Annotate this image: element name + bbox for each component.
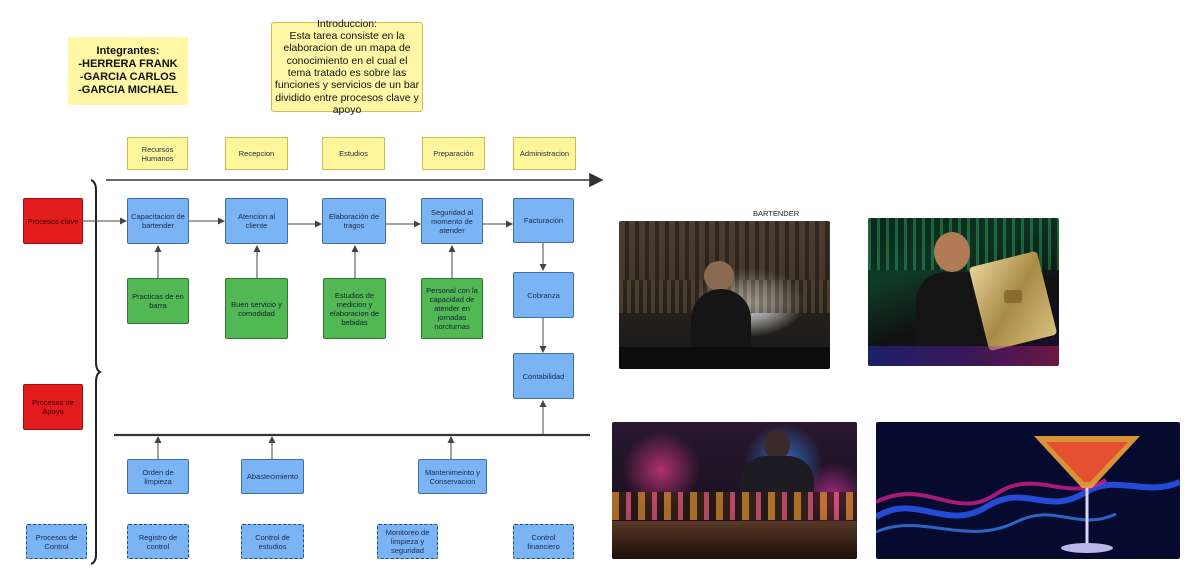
bartender-award-photo bbox=[868, 218, 1059, 366]
admin-step: Contabilidad bbox=[513, 353, 574, 399]
stage-recursos-humanos: Recursos Humanos bbox=[127, 137, 188, 170]
control-item: Registro de control bbox=[127, 524, 189, 559]
stage-preparacion: Preparación bbox=[422, 137, 485, 170]
member-name: -GARCIA MICHAEL bbox=[78, 84, 178, 97]
stage-administracion: Administracion bbox=[513, 137, 576, 170]
key-input: Personal con la capacidad de atender en … bbox=[421, 278, 483, 339]
support-item: Orden de limpieza bbox=[127, 459, 189, 494]
support-processes-label: Procesos de Apoyo bbox=[23, 384, 83, 430]
members-note: Integrantes: -HERRERA FRANK -GARCIA CARL… bbox=[68, 37, 188, 105]
bartender-smoke-photo bbox=[619, 221, 830, 369]
key-step: Seguridad al momento de atender bbox=[421, 198, 483, 244]
gallery-caption: BARTENDER bbox=[753, 209, 800, 218]
support-item: Mantenimeinto y Conservacion bbox=[418, 459, 487, 494]
members-title: Integrantes: bbox=[96, 44, 160, 57]
control-processes-label: Procesos de Control bbox=[26, 524, 87, 559]
key-processes-label: Procesos clave bbox=[23, 198, 83, 244]
member-name: -GARCIA CARLOS bbox=[79, 71, 177, 83]
intro-text: Esta tarea consiste en la elaboracion de… bbox=[274, 29, 420, 117]
support-item: Abastecimiento bbox=[241, 459, 304, 494]
intro-title: Introduccion: bbox=[316, 17, 378, 30]
neon-cocktail-art bbox=[876, 436, 1180, 553]
key-input: Practicas de en barra bbox=[127, 278, 189, 324]
control-item: Control de estudios bbox=[241, 524, 304, 559]
control-item: Control financiero bbox=[513, 524, 574, 559]
key-step: Capacitacion de bartender bbox=[127, 198, 189, 244]
stage-estudios: Estudios bbox=[322, 137, 385, 170]
neon-cocktail-photo bbox=[876, 422, 1180, 559]
key-step: Facturación bbox=[513, 198, 574, 243]
member-name: -HERRERA FRANK bbox=[78, 57, 178, 70]
stage-recepcion: Recepcion bbox=[225, 137, 288, 170]
bar-counter-photo bbox=[612, 422, 857, 559]
intro-note: Introduccion: Esta tarea consiste en la … bbox=[271, 18, 423, 116]
key-step: Elaboración de tragos bbox=[322, 198, 386, 244]
key-step: Atencion al cliente bbox=[225, 198, 288, 244]
key-input: Estudios de medicion y elaboracion de be… bbox=[323, 278, 386, 339]
key-input: Buen servicio y comodidad bbox=[225, 278, 288, 339]
admin-step: Cobranza bbox=[513, 272, 574, 318]
control-item: Monitoreo de limpieza y seguridad bbox=[377, 524, 438, 559]
